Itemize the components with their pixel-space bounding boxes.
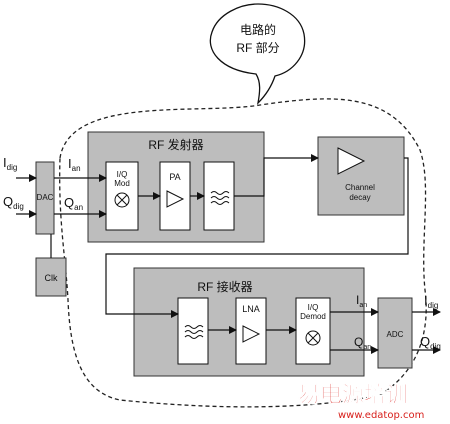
iq-mod-label-2: Mod (114, 179, 130, 188)
lna-label: LNA (242, 304, 260, 314)
clk-block: Clk (35, 257, 67, 297)
rx-filter-icon (184, 325, 204, 339)
channel-decay-block: Channel decay (317, 136, 405, 216)
tx-filter-block (203, 161, 235, 231)
channel-label-1: Channel (345, 183, 375, 192)
lna-amplifier-icon (242, 325, 261, 343)
watermark-text: 易电源培训 (298, 382, 408, 408)
rf-transmitter-panel: RF 发射器 I/Q Mod PA (87, 131, 265, 243)
mixer-icon (114, 192, 130, 208)
rf-receiver-panel: RF 接收器 LNA I/Q Demod (133, 267, 365, 377)
q-an-tx-label: Qan (64, 195, 83, 212)
rx-filter-block (177, 297, 209, 365)
iq-mod-label-1: I/Q (117, 170, 128, 179)
channel-amplifier-icon (337, 147, 366, 175)
pa-block (159, 161, 191, 231)
cloud-label-line1: 电路的 (240, 22, 276, 37)
adc-label: ADC (387, 330, 404, 339)
signal-wires (16, 154, 441, 354)
iq-demod-label-2: Demod (300, 312, 326, 321)
rf-part-callout: 电路的 RF 部分 (209, 3, 306, 105)
iq-demod-label-1: I/Q (308, 303, 319, 312)
adc-block: ADC (377, 297, 413, 369)
clk-label: Clk (45, 273, 58, 283)
q-dig-input-label: Qdig (3, 194, 24, 211)
transmitter-title: RF 发射器 (148, 137, 203, 152)
i-dig-output-label: Idig (424, 293, 438, 310)
watermark: 易电源培训 www.edatop.com (298, 382, 425, 421)
dac-label: DAC (37, 193, 54, 202)
channel-label-2: decay (349, 193, 370, 202)
q-dig-output-label: Qdig (420, 334, 441, 351)
q-an-rx-label: Qan (354, 335, 371, 351)
filter-icon (210, 191, 230, 205)
amplifier-icon (166, 190, 185, 208)
cloud-label-line2: RF 部分 (236, 40, 279, 55)
dac-block: DAC (35, 161, 55, 235)
rf-boundary-dashed (59, 98, 427, 408)
receiver-title: RF 接收器 (197, 279, 252, 294)
i-an-tx-label: Ian (68, 156, 81, 173)
i-an-rx-label: Ian (356, 293, 367, 309)
demod-mixer-icon (305, 330, 321, 346)
watermark-url: www.edatop.com (338, 410, 424, 421)
pa-label: PA (169, 172, 180, 182)
i-dig-input-label: Idig (3, 155, 17, 172)
